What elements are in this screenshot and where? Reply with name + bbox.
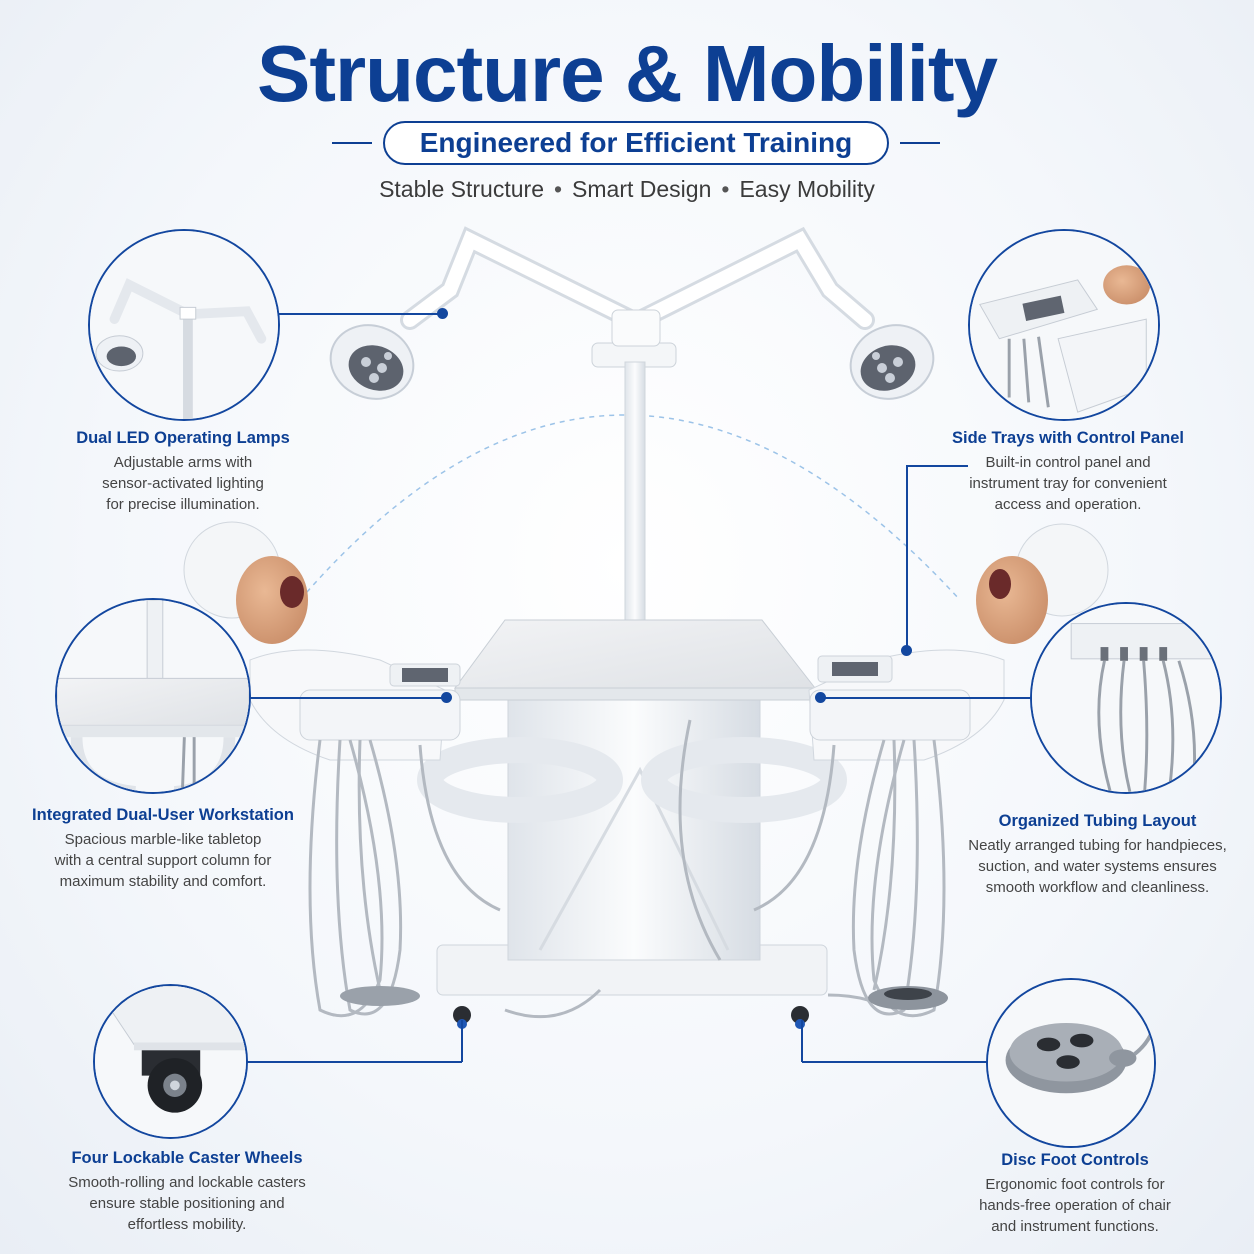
feature-desc-line: effortless mobility. (127, 1216, 247, 1233)
center-column (507, 689, 761, 961)
connector-casters-v (461, 1020, 463, 1062)
connector-trays-h (906, 465, 968, 467)
left-foot-pedal (340, 986, 420, 1006)
subtitle-pill: Engineered for Efficient Training (383, 121, 889, 165)
feature-desc-line: instrument tray for convenient (969, 475, 1167, 492)
feature-desc-line: Adjustable arms with (113, 454, 253, 471)
feature-casters: Four Lockable Caster Wheels Smooth-rolli… (40, 1148, 334, 1235)
feature-desc-line: Smooth-rolling and lockable casters (68, 1174, 306, 1191)
feature-desc-line: hands-free operation of chair (979, 1197, 1171, 1214)
central-pole (624, 361, 646, 658)
connector-casters-h (245, 1061, 462, 1063)
feature-title: Disc Foot Controls (1001, 1151, 1149, 1169)
feature-desc-line: access and operation. (994, 496, 1142, 513)
feature-desc: Ergonomic foot controls for hands-free o… (930, 1174, 1220, 1237)
tubing-closeup-circle (1030, 602, 1222, 794)
connector-tubing (820, 697, 1030, 699)
feature-desc-line: with a central support column for (54, 852, 272, 869)
connector-foot-v (801, 1020, 803, 1062)
tagline-item-design: Smart Design (572, 176, 712, 202)
foot-control-icon (988, 980, 1154, 1146)
dashed-arc (299, 414, 961, 601)
connector-workstation (250, 697, 445, 699)
feature-desc-line: Ergonomic foot controls for (985, 1176, 1165, 1193)
connector-lamps (278, 313, 443, 315)
feature-desc-line: Neatly arranged tubing for handpieces, (968, 837, 1227, 854)
feature-title: Side Trays with Control Panel (952, 429, 1184, 447)
connector-dot-trays (901, 645, 912, 656)
feature-desc: Built-in control panel and instrument tr… (918, 452, 1218, 515)
feature-desc-line: Spacious marble-like tabletop (64, 831, 262, 848)
tagline-item-mobility: Easy Mobility (739, 176, 875, 202)
feature-lamps: Dual LED Operating Lamps Adjustable arms… (40, 428, 326, 515)
page-title: Structure & Mobility (256, 29, 998, 118)
tagline: Stable Structure • Smart Design • Easy Mobil… (0, 174, 1254, 204)
feature-title: Four Lockable Caster Wheels (71, 1149, 303, 1167)
feature-desc-line: maximum stability and comfort. (59, 873, 267, 890)
subtitle-left-rule (332, 142, 372, 144)
feature-title: Dual LED Operating Lamps (76, 429, 290, 447)
feature-desc-line: ensure stable positioning and (89, 1195, 285, 1212)
feature-foot-controls: Disc Foot Controls Ergonomic foot contro… (930, 1150, 1220, 1237)
feature-desc: Adjustable arms with sensor-activated li… (40, 452, 326, 515)
led-lamp-icon (90, 231, 278, 419)
feature-desc: Neatly arranged tubing for handpieces, s… (945, 835, 1250, 898)
feature-title: Organized Tubing Layout (998, 812, 1197, 830)
workstation-closeup-circle (55, 598, 251, 794)
marble-tabletop (454, 619, 817, 689)
casters (453, 1006, 809, 1024)
tagline-separator: • (721, 176, 730, 202)
connector-dot-workstation (441, 692, 452, 703)
left-tubing (308, 739, 501, 1018)
connector-dot-tubing (815, 692, 826, 703)
side-trays-closeup-circle (968, 229, 1160, 421)
left-lamp-head (329, 324, 415, 400)
right-lamp-head (849, 324, 935, 400)
casters-closeup-circle (93, 984, 248, 1139)
foot-controls-closeup-circle (986, 978, 1156, 1148)
left-patient-unit (183, 521, 461, 761)
connector-trays-v (906, 465, 908, 650)
tagline-item-structure: Stable Structure (379, 176, 544, 202)
right-tubing (678, 719, 946, 1018)
feature-title: Integrated Dual-User Workstation (32, 806, 294, 824)
right-patient-unit (808, 523, 1109, 761)
side-tray-icon (970, 231, 1158, 419)
feature-desc-line: for precise illumination. (106, 496, 260, 513)
tabletop-icon (57, 600, 249, 792)
feature-desc-line: suction, and water systems ensures (978, 858, 1217, 875)
subtitle-right-rule (900, 142, 940, 144)
feature-desc-line: sensor-activated lighting (102, 475, 264, 492)
tagline-separator: • (553, 176, 563, 202)
feature-desc: Spacious marble-like tabletop with a cen… (13, 829, 313, 892)
feature-desc: Smooth-rolling and lockable casters ensu… (40, 1172, 334, 1235)
feature-side-trays: Side Trays with Control Panel Built-in c… (918, 428, 1218, 515)
connector-dot-lamps (437, 308, 448, 319)
caster-wheel-icon (95, 986, 246, 1137)
tubing-icon (1032, 604, 1220, 792)
feature-tubing: Organized Tubing Layout Neatly arranged … (945, 811, 1250, 898)
lamps-closeup-circle (88, 229, 280, 421)
feature-desc-line: smooth workflow and cleanliness. (985, 879, 1210, 896)
connector-foot-h (802, 1061, 987, 1063)
feature-workstation: Integrated Dual-User Workstation Spaciou… (13, 805, 313, 892)
feature-desc-line: and instrument functions. (991, 1218, 1159, 1235)
feature-desc-line: Built-in control panel and (985, 454, 1151, 471)
